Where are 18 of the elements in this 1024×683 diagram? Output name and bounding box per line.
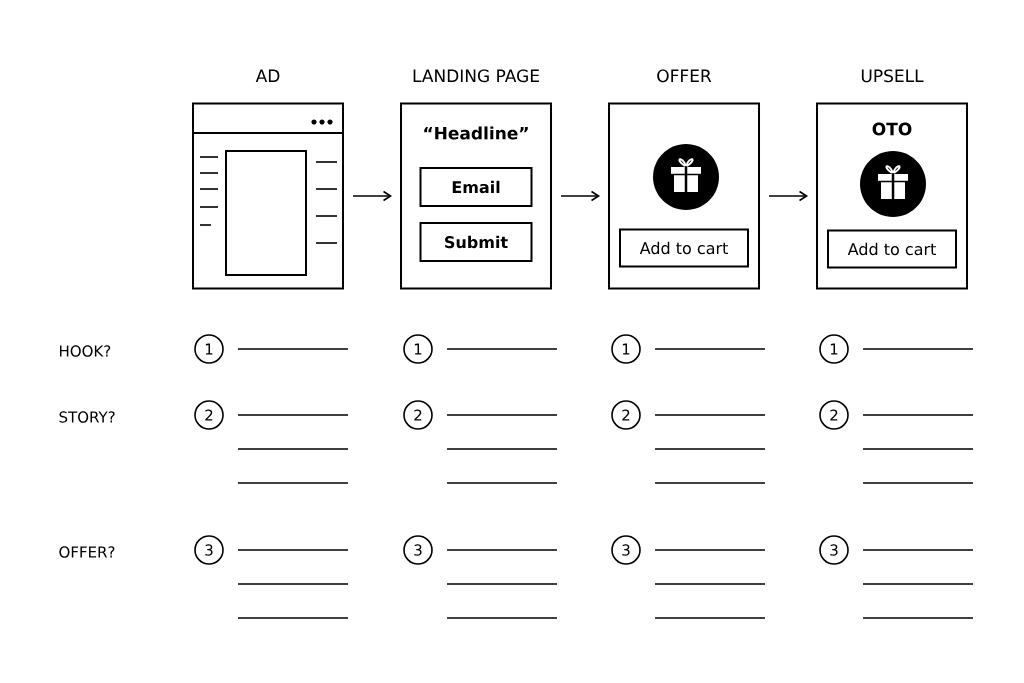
row-label: OFFER?: [59, 546, 115, 558]
gift-icon: [860, 151, 926, 217]
row-label: STORY?: [59, 411, 115, 423]
headline-text: “Headline”: [424, 126, 528, 140]
row-label: HOOK?: [60, 345, 111, 357]
input-box: Submit: [419, 222, 533, 262]
arrow: [768, 190, 808, 202]
panel-heading: OFFER: [657, 69, 712, 83]
arrow: [352, 190, 392, 202]
panel-heading: AD: [255, 69, 280, 82]
panel-heading: LANDING PAGE: [413, 69, 539, 83]
input-box: Email: [419, 167, 533, 207]
cart-button: Add to cart: [619, 228, 749, 268]
gift-icon: [653, 144, 719, 210]
headline-text: OTO: [872, 122, 912, 136]
arrow: [560, 190, 600, 202]
panel-heading: UPSELL: [861, 69, 924, 83]
cart-button: Add to cart: [827, 229, 957, 269]
